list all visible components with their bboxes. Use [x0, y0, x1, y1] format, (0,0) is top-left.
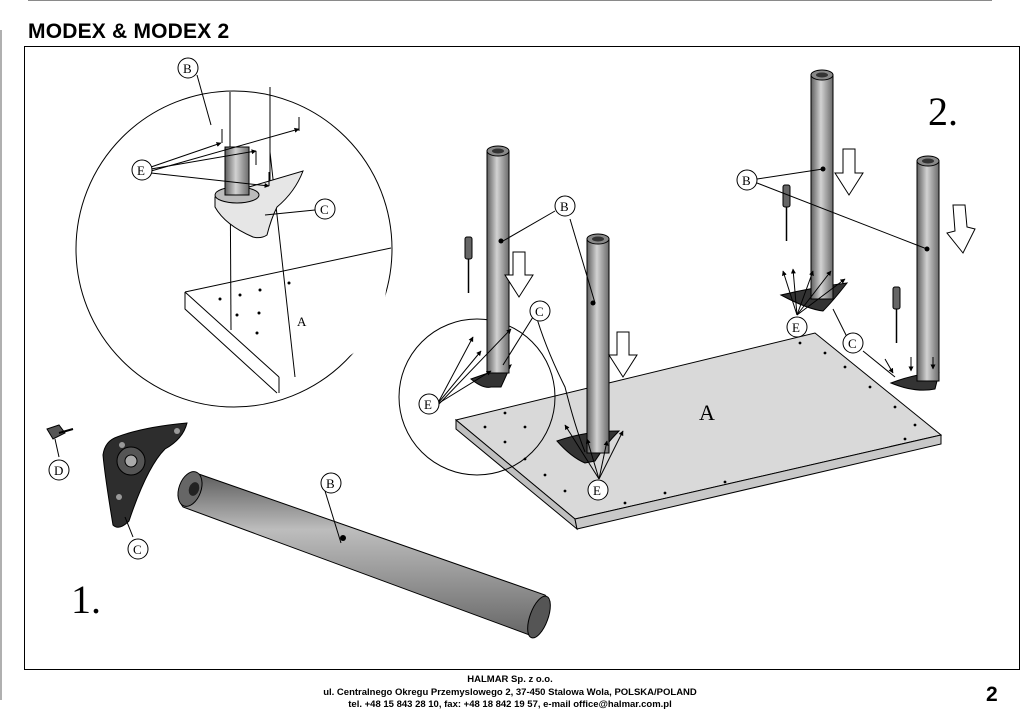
- document-title: MODEX & MODEX 2: [28, 20, 230, 43]
- footer-contact: tel. +48 15 843 28 10, fax: +48 18 842 1…: [348, 699, 672, 710]
- assembly-diagram-frame: A B E C: [24, 46, 1020, 670]
- label-C-detail: C: [320, 202, 329, 217]
- left-margin-mark: [0, 30, 2, 700]
- leg-center-front: E: [556, 233, 624, 501]
- foot-plate-C: C: [102, 422, 188, 560]
- step1-parts: D C B 1.: [46, 422, 551, 639]
- label-A-detail: A: [297, 314, 307, 329]
- label-A-tabletop: A: [699, 400, 715, 425]
- down-arrows: [504, 148, 976, 378]
- label-E-back: E: [792, 320, 800, 335]
- footer-address: ul. Centralnego Okregu Przemyslowego 2, …: [323, 686, 697, 698]
- footer: HALMAR Sp. z o.o. ul. Centralnego Okregu…: [0, 674, 1020, 712]
- label-E-center: E: [593, 483, 601, 498]
- leg-left-front: E: [418, 145, 512, 415]
- footer-company: HALMAR Sp. z o.o.: [467, 674, 553, 685]
- detail-circle-top: A B E C: [75, 57, 393, 408]
- screwdriver-icon: [464, 236, 473, 293]
- leg-back-right: [884, 155, 940, 391]
- label-E-detail: E: [137, 163, 145, 178]
- leg-back-left: E: [779, 69, 849, 338]
- assembly-diagram: A B E C: [46, 57, 976, 639]
- label-C-back: C: [848, 336, 857, 351]
- step-1-number: 1.: [71, 577, 101, 622]
- label-B-back: B: [742, 173, 751, 188]
- top-rule: [28, 0, 992, 1]
- leg-B-horizontal: B: [177, 471, 551, 639]
- step2-assembly: A E: [398, 69, 976, 531]
- label-E-magnifier: E: [424, 397, 432, 412]
- screwdriver-icon: [892, 286, 901, 343]
- page-number: 2: [986, 683, 998, 706]
- label-C-front: C: [535, 304, 544, 319]
- label-D: D: [54, 463, 63, 478]
- label-B-step1: B: [326, 476, 335, 491]
- label-B-detail: B: [183, 61, 192, 76]
- label-C-step1: C: [133, 542, 142, 557]
- magnifier-circle: [398, 318, 556, 476]
- tabletop-A: A: [454, 332, 943, 531]
- screw-D: D: [46, 424, 74, 481]
- label-B-front: B: [560, 199, 569, 214]
- step-2-number: 2.: [928, 89, 958, 134]
